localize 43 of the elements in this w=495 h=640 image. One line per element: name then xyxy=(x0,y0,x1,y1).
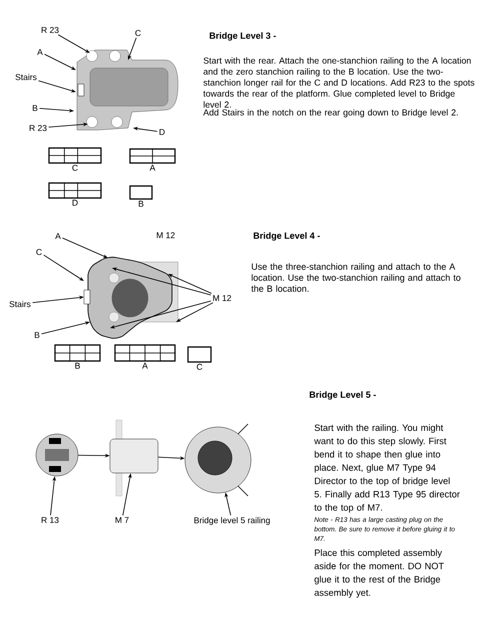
railing-part: B xyxy=(54,344,101,369)
callout-label: A xyxy=(55,233,61,239)
node-label: B xyxy=(75,362,80,369)
section-heading: Bridge Level 4 - xyxy=(254,232,320,241)
railing-part: A xyxy=(129,148,176,171)
platform-drawing xyxy=(76,50,178,130)
node-label: C xyxy=(196,364,202,370)
callout-label: A xyxy=(37,49,43,55)
railing-part: A xyxy=(114,344,176,369)
callout-label: M 12 xyxy=(213,295,231,301)
callout-label: R 23 xyxy=(42,27,59,34)
node-label: D xyxy=(72,200,78,206)
node-label: C xyxy=(72,164,78,171)
callout-label: Stairs xyxy=(16,74,37,80)
node-label: A xyxy=(142,362,148,369)
platform-drawing xyxy=(84,256,178,339)
railing-part: C xyxy=(48,147,102,171)
callout-label: B xyxy=(32,105,38,111)
callout-label: R 13 xyxy=(42,517,59,523)
callout-label: C xyxy=(36,249,42,255)
instruction-text: Use the three-stanchion railing and attach to the A location. Use the two-stanchion railing and attach to the B location. xyxy=(251,263,460,292)
callout-label: D xyxy=(160,129,165,135)
callout-label: C xyxy=(135,30,141,36)
railing-part: D xyxy=(48,182,102,206)
railing-part: C xyxy=(187,346,212,370)
part-label: M 12 xyxy=(156,232,175,238)
instruction-text: Start with the railing. You might want to do this step slowly. First bend it to shape then glue into place. Next, glue M7 Type 94 Director to the top of bridge level 5. Finally add R13 Type 95 director to the top of M7. xyxy=(314,424,460,513)
section-heading: Bridge Level 3 - xyxy=(210,32,276,41)
railing-part: B xyxy=(129,185,153,207)
callout-label: M 7 xyxy=(116,517,129,523)
callout-label: Stairs xyxy=(10,300,31,308)
node-label: B xyxy=(138,200,144,207)
part-drawing xyxy=(184,424,252,496)
callout-label: R 23 xyxy=(30,125,47,132)
instruction-text: Add Stairs in the notch on the rear going down to Bridge level 2. xyxy=(203,109,458,118)
instruction-text: Start with the rear. Attach the one-stanchion railing to the A location and the zero stanchion railing to the B location. Use the two-stanchion longer rail for the C and D locations. Add R23 to the spots towards the rear of the platform. Glue completed level to Bridge level 2. xyxy=(203,57,474,108)
callout-label: Bridge level 5 railing xyxy=(194,517,270,525)
part-drawing xyxy=(110,438,158,474)
node-label: A xyxy=(150,164,156,171)
instruction-text: Place this completed assembly aside for the moment. DO NOT glue it to the rest of the Bridge assembly yet. xyxy=(314,549,444,598)
callout-label: B xyxy=(34,332,40,338)
part-drawing xyxy=(36,434,78,476)
section-heading: Bridge Level 5 - xyxy=(310,391,376,400)
